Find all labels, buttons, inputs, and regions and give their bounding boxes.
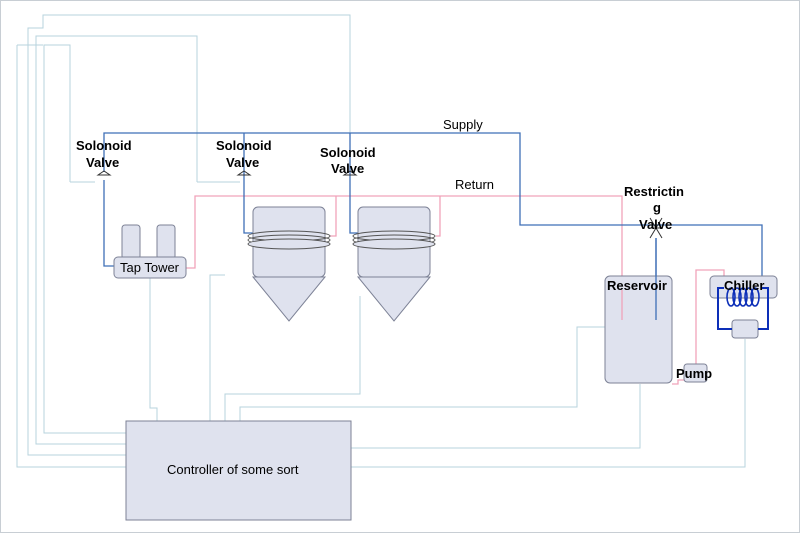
valve2-label-line2: Valve bbox=[226, 155, 259, 170]
tap-tower-label: Tap Tower bbox=[120, 260, 180, 275]
restricting-label-line2: g bbox=[653, 200, 661, 215]
fermenter-2-cone bbox=[356, 276, 432, 322]
control-wire-fermenter1 bbox=[209, 274, 225, 421]
control-wire-valve2-outer bbox=[35, 35, 198, 445]
supply-label: Supply bbox=[443, 117, 483, 132]
fermenter-2 bbox=[352, 206, 436, 322]
return-fermenter1 bbox=[330, 196, 337, 237]
return-fermenter2 bbox=[436, 196, 441, 237]
supply-tap-tower bbox=[103, 180, 114, 267]
control-wire-valve1 bbox=[43, 44, 126, 434]
solenoid-valve-3-symbol bbox=[342, 170, 358, 176]
tap-handle-left bbox=[121, 224, 141, 260]
pump-label: Pump bbox=[676, 366, 712, 381]
restricting-label-line1: Restrictin bbox=[624, 184, 684, 199]
solenoid-valve-1-symbol bbox=[96, 170, 112, 176]
supply-fermenter2 bbox=[349, 133, 358, 234]
control-wire-tap-tower bbox=[149, 278, 158, 421]
control-wire-reservoir bbox=[239, 326, 605, 421]
valve1-label-line1: Solonoid bbox=[76, 138, 132, 153]
controller bbox=[125, 420, 352, 521]
control-wire-pump bbox=[351, 384, 641, 449]
chiller-label: Chiller bbox=[724, 278, 764, 293]
valve1-label-line2: Valve bbox=[86, 155, 119, 170]
restricting-valve-symbol bbox=[649, 217, 663, 239]
return-pump-in bbox=[672, 379, 684, 385]
return-label: Return bbox=[455, 177, 494, 192]
tap-tower-base bbox=[113, 256, 187, 279]
return-line bbox=[186, 195, 725, 385]
restricting-label-line3: Valve bbox=[639, 217, 672, 232]
chiller-coil-right bbox=[758, 287, 769, 330]
supply-main bbox=[103, 132, 763, 282]
control-wire-chiller bbox=[351, 339, 746, 468]
control-wire-valve3 bbox=[27, 14, 351, 456]
chiller bbox=[709, 275, 778, 339]
control-wire-fermenter2 bbox=[224, 296, 361, 421]
valve3-label-line2: Valve bbox=[331, 161, 364, 176]
fermenter-1 bbox=[247, 206, 331, 322]
control-wiring bbox=[16, 14, 746, 468]
supply-fermenter1 bbox=[243, 133, 253, 234]
chiller-base bbox=[731, 319, 759, 339]
controller-label: Controller of some sort bbox=[167, 462, 299, 477]
valve2-label-line1: Solonoid bbox=[216, 138, 272, 153]
solenoid-valve-2-symbol bbox=[236, 170, 252, 176]
return-main bbox=[186, 195, 623, 320]
chiller-coil-left bbox=[717, 287, 732, 330]
pump bbox=[683, 363, 708, 383]
tap-tower bbox=[113, 224, 187, 279]
fermenter-1-cone bbox=[251, 276, 327, 322]
chiller-coil-icon bbox=[726, 287, 760, 307]
control-wire-outer-left bbox=[16, 45, 126, 468]
reservoir-label: Reservoir bbox=[607, 278, 667, 293]
valve3-label-line1: Solonoid bbox=[320, 145, 376, 160]
tap-handle-right bbox=[156, 224, 176, 260]
